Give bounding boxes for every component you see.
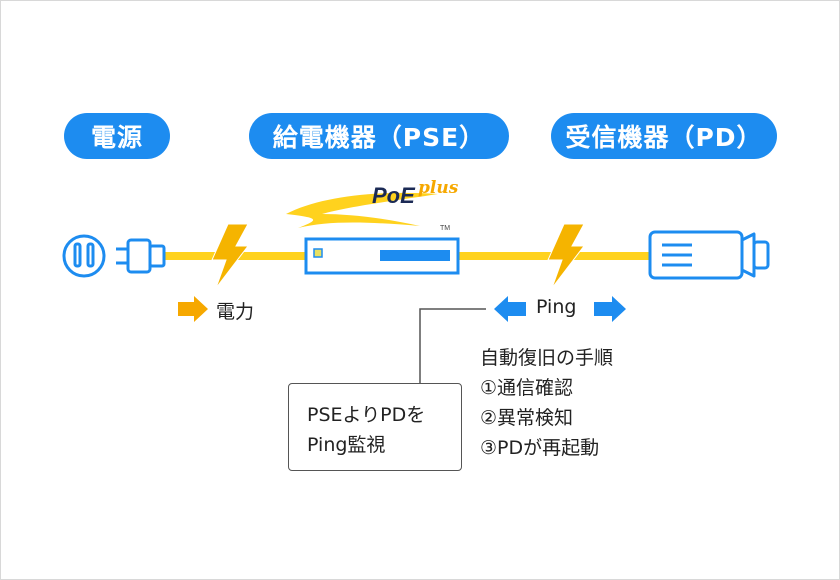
recovery-step-3: ③PDが再起動 bbox=[480, 437, 600, 459]
lightning-bolt-icon bbox=[211, 223, 250, 289]
outlet-icon bbox=[62, 234, 106, 278]
plug-icon bbox=[116, 238, 166, 274]
ping-flow-label: Ping bbox=[536, 296, 577, 318]
pd-label: 受信機器（PD） bbox=[551, 113, 777, 159]
poe-swoosh-icon bbox=[286, 192, 438, 228]
poe-plus-text: plus bbox=[418, 178, 459, 198]
power-arrow-icon bbox=[178, 296, 208, 322]
ping-monitor-callout: PSEよりPDを Ping監視 bbox=[288, 383, 462, 471]
callout-line-1: PSEよりPDを bbox=[307, 404, 426, 426]
recovery-step-1: ①通信確認 bbox=[480, 377, 574, 399]
power-source-label: 電源 bbox=[64, 113, 170, 159]
callout-line-2: Ping監視 bbox=[307, 434, 386, 456]
power-flow-label: 電力 bbox=[216, 301, 255, 323]
recovery-step-2: ②異常検知 bbox=[480, 407, 574, 429]
poe-logo-text: PoE bbox=[372, 183, 416, 208]
ping-right-arrow-icon bbox=[594, 296, 626, 322]
ping-left-arrow-icon bbox=[494, 296, 526, 322]
camera-icon bbox=[648, 230, 770, 280]
tm-mark: TM bbox=[440, 225, 450, 232]
pse-switch-icon bbox=[304, 237, 460, 275]
pse-label: 給電機器（PSE） bbox=[249, 113, 509, 159]
callout-connector bbox=[419, 308, 486, 383]
lightning-bolt-icon bbox=[547, 223, 586, 289]
recovery-title: 自動復旧の手順 bbox=[480, 347, 614, 369]
